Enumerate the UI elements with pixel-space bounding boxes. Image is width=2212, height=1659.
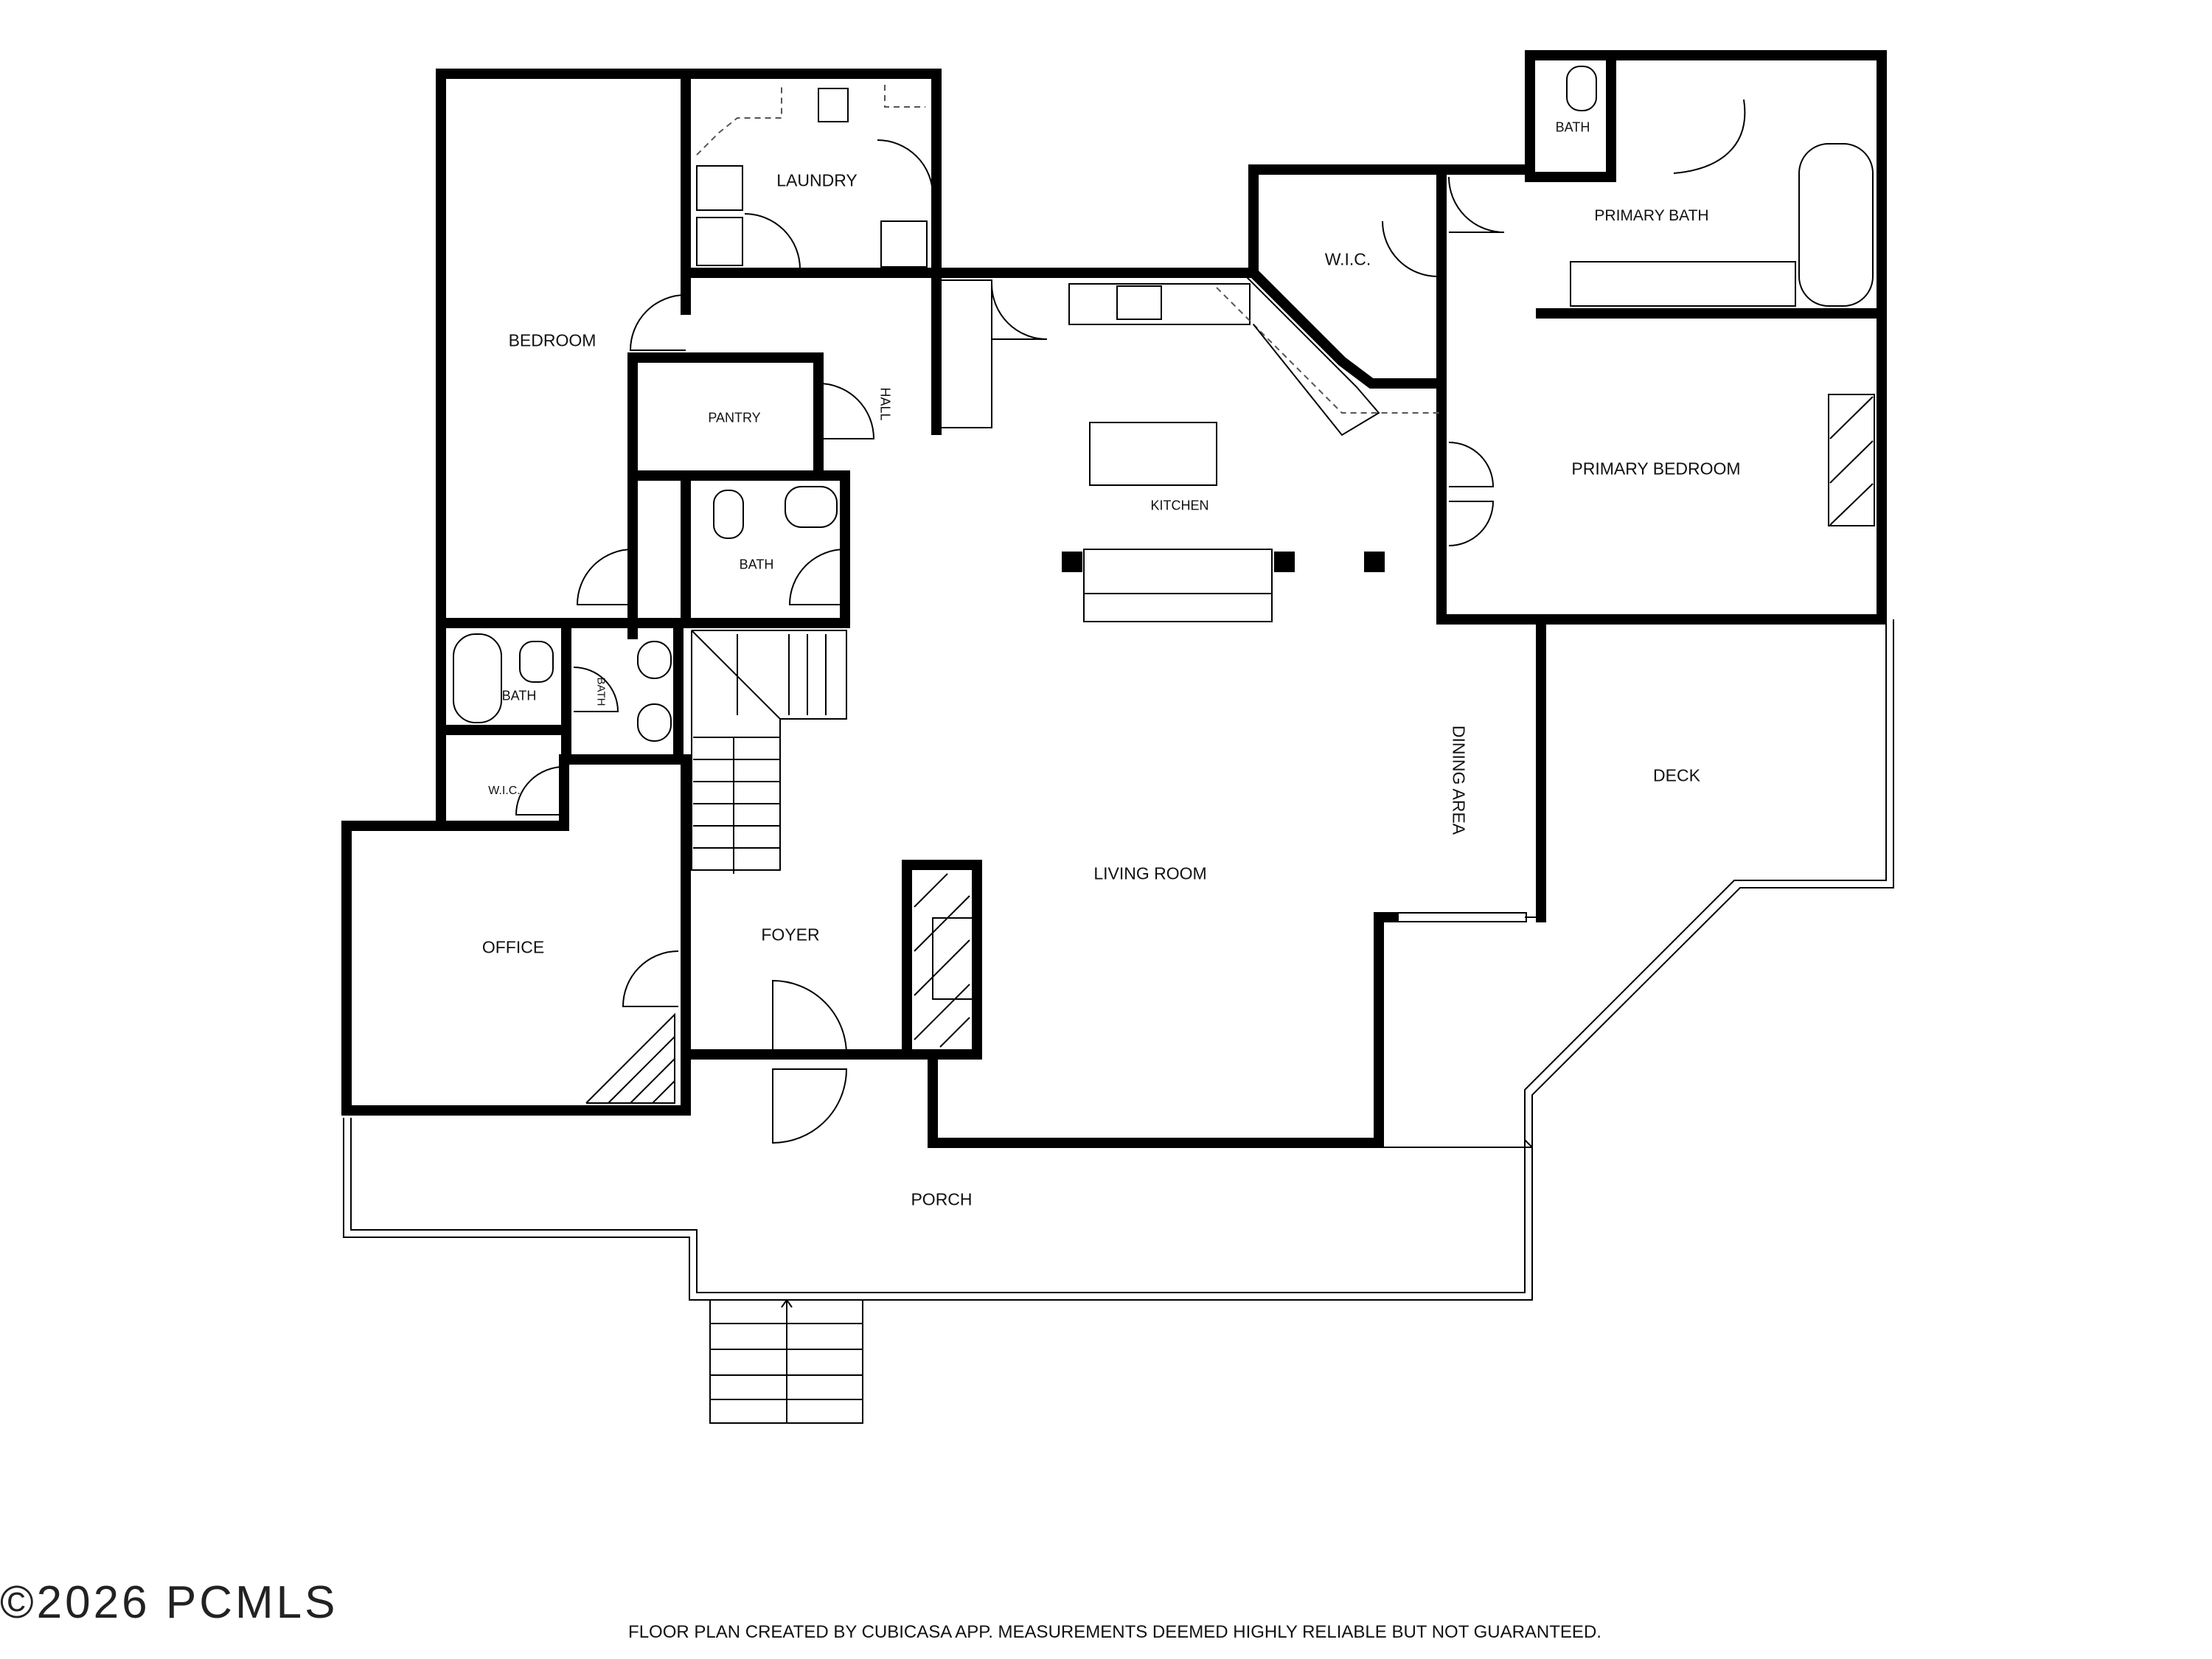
primary-fireplace — [1828, 394, 1875, 526]
room-label-bath-top: BATH — [1555, 119, 1590, 135]
room-label-kitchen: KITCHEN — [1150, 498, 1209, 513]
windows — [442, 50, 1887, 1148]
room-label-bath-small: BATH — [594, 677, 608, 706]
walls — [341, 50, 1887, 1148]
laundry-fixtures — [696, 85, 928, 268]
room-label-laundry: LAUNDRY — [776, 170, 858, 190]
bath-fixtures — [453, 66, 1874, 742]
porch-stairs — [709, 1298, 863, 1424]
room-label-bedroom: BEDROOM — [508, 330, 597, 350]
office-closet-hatch — [585, 1012, 675, 1104]
room-label-pantry: PANTRY — [708, 410, 761, 425]
room-label-dining-area: DINING AREA — [1449, 725, 1469, 835]
living-fireplace-hatch — [914, 873, 978, 1048]
room-label-living-room: LIVING ROOM — [1093, 863, 1207, 883]
room-label-bath-left: BATH — [501, 688, 537, 703]
room-label-foyer: FOYER — [761, 925, 820, 945]
room-label-porch: PORCH — [911, 1189, 973, 1209]
room-label-bath-center: BATH — [739, 557, 774, 572]
doors — [515, 139, 1505, 1144]
interior-stairs — [691, 630, 847, 874]
room-label-office: OFFICE — [481, 937, 545, 957]
room-label-hall: HALL — [877, 387, 893, 421]
watermark: ©2026 PCMLS — [0, 1577, 338, 1628]
room-label-wic-left: W.I.C. — [488, 785, 521, 797]
footer-disclaimer: FLOOR PLAN CREATED BY CUBICASA APP. MEAS… — [628, 1622, 1601, 1642]
kitchen-fixtures — [939, 276, 1441, 622]
porch-deck-outline — [343, 619, 1894, 1301]
room-label-primary-bath: PRIMARY BATH — [1594, 207, 1709, 224]
room-label-wic-primary: W.I.C. — [1324, 249, 1371, 269]
room-label-deck: DECK — [1653, 765, 1700, 785]
room-label-primary-bedroom: PRIMARY BEDROOM — [1571, 459, 1741, 479]
